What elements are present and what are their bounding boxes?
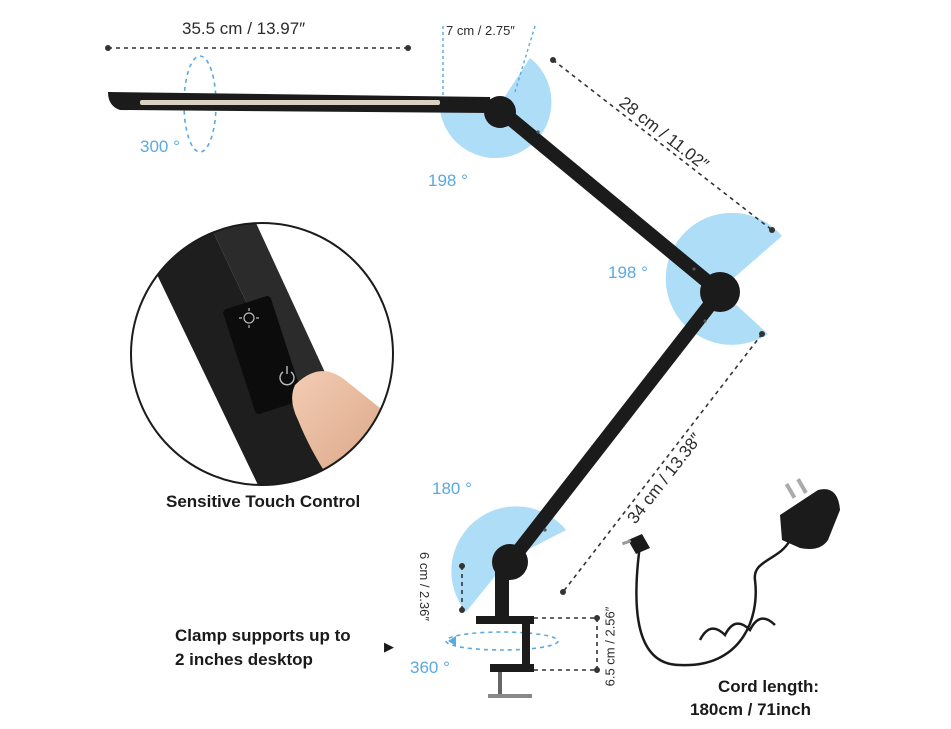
joint-offset-label: 7 cm / 2.75″: [446, 23, 515, 38]
power-icon: [279, 366, 295, 386]
base-joint-angle: 180 °: [432, 479, 472, 498]
elbow-joint-angle: 198 °: [608, 263, 648, 282]
base-rotation-ellipse: [445, 631, 559, 651]
power-adapter: [621, 478, 840, 667]
lamp-arms: [493, 103, 727, 569]
base-rotation-angle: 360 °: [410, 658, 450, 677]
touch-control-inset: [130, 222, 394, 486]
cord-caption-line1: Cord length:: [718, 677, 820, 696]
clamp-caption-line1: Clamp supports up to: [175, 626, 351, 645]
touch-control-caption: Sensitive Touch Control: [166, 492, 361, 511]
clamp-caption-line2: 2 inches desktop: [175, 650, 313, 669]
base-height-label: 6 cm / 2.36″: [416, 552, 432, 621]
angle-wedges: [440, 58, 782, 612]
joint-offset-guides: [442, 25, 536, 100]
lamp-head: [108, 92, 492, 113]
brightness-icon: [239, 308, 259, 328]
cord-caption-line2: 180cm / 71inch: [690, 700, 811, 719]
head-length-label: 35.5 cm / 13.97″: [182, 19, 306, 38]
clamp-height-label: 6.5 cm / 2.56″: [602, 606, 618, 687]
desk-clamp: [476, 572, 534, 698]
clamp-arrow-icon: ▶: [384, 639, 394, 654]
head-joint-angle: 198 °: [428, 171, 468, 190]
lamp-joints: [484, 96, 740, 580]
base-rotation-arrow: [448, 636, 456, 646]
dimension-lines: [105, 45, 775, 673]
head-rotation-angle: 300 °: [140, 137, 180, 156]
